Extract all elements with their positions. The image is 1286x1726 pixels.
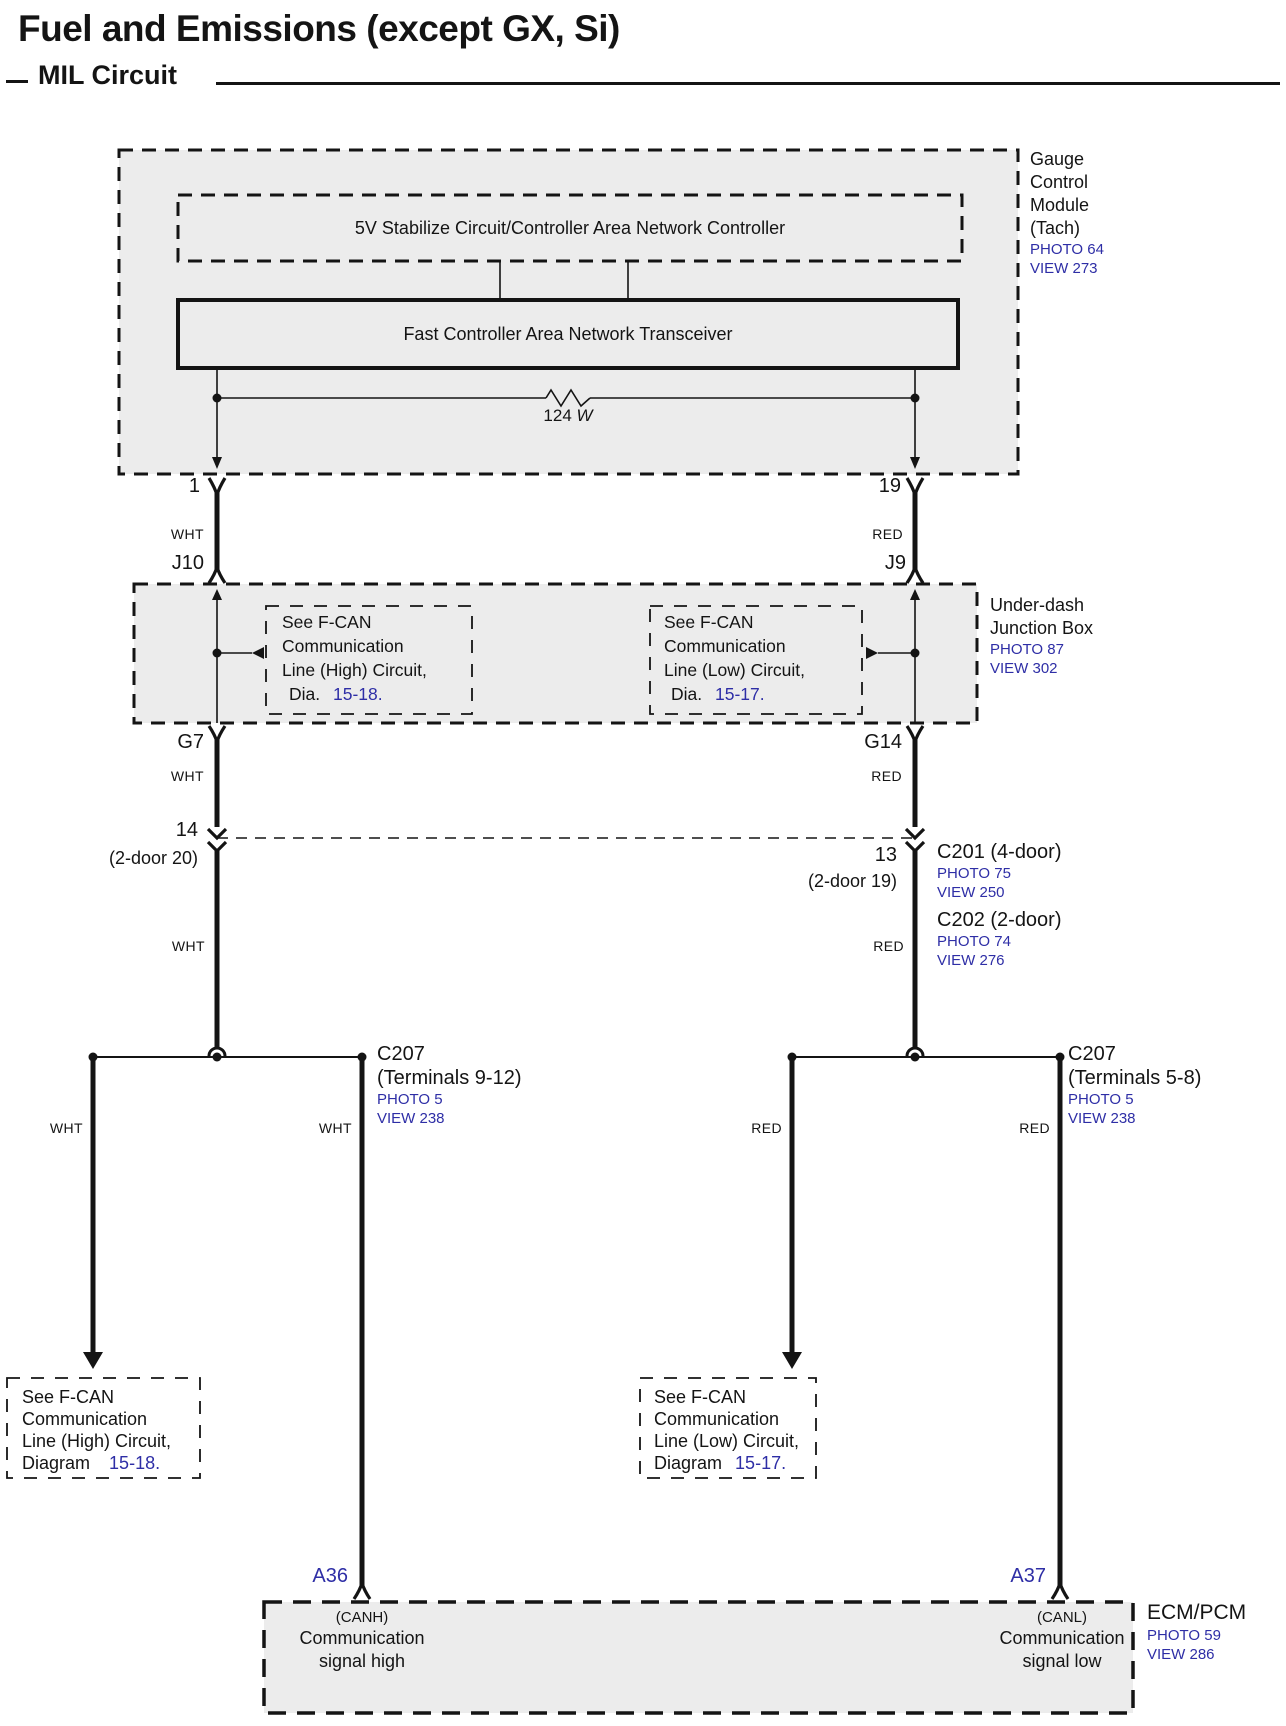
connector-terminals: (Terminals 5-8) (1068, 1067, 1202, 1089)
connector-name: C207 (1068, 1043, 1116, 1065)
page-subtitle: MIL Circuit (38, 60, 178, 90)
photo-link[interactable]: PHOTO 74 (937, 933, 1011, 950)
can-controller-box (176, 193, 964, 263)
pin-14-alt-label: (2-door 20) (108, 848, 198, 868)
wire-wht-red-upper (214, 492, 918, 570)
wire-color-label: RED (872, 526, 903, 542)
wire-color-label: WHT (171, 938, 205, 954)
subtitle-dash (6, 80, 28, 83)
can-controller-label: 5V Stabilize Circuit/Controller Area Net… (354, 217, 786, 238)
right-arrowhead-icon (866, 647, 878, 659)
ecm-name: ECM/PCM (1147, 1601, 1247, 1624)
wire-color-label: RED (873, 938, 904, 954)
gauge-name-line: Control (1030, 172, 1089, 192)
photo-link[interactable]: PHOTO 5 (377, 1091, 443, 1108)
view-link[interactable]: VIEW 250 (937, 884, 1005, 901)
subtitle-rule (216, 82, 1280, 85)
wire-color-label: WHT (318, 1120, 352, 1136)
gauge-module-callout: Gauge Control Module (Tach) PHOTO 64 VIE… (1030, 148, 1104, 278)
fcan-low-bottom-box (639, 1377, 817, 1479)
terminal-g14-label: G14 (864, 731, 902, 753)
fcan-high-note: See F-CAN Communication Line (High) Circ… (282, 612, 427, 704)
junction-box-callout: Under-dash Junction Box PHOTO 87 VIEW 30… (990, 594, 1093, 678)
resistor-label: 124 W (543, 406, 593, 425)
view-link[interactable]: VIEW 286 (1147, 1646, 1215, 1663)
photo-link[interactable]: PHOTO 59 (1147, 1627, 1221, 1644)
resistor-icon (545, 388, 591, 408)
connector-name: C201 (4-door) (937, 841, 1062, 863)
view-link[interactable]: VIEW 238 (1068, 1110, 1136, 1127)
c207-right-callout: C207 (Terminals 5-8) PHOTO 5 VIEW 238 (1068, 1042, 1201, 1128)
pin-13-label: 13 (874, 844, 897, 866)
canl-tag: (CANL) (1036, 1609, 1087, 1626)
wire-color-label: WHT (170, 526, 204, 542)
junction-box (132, 582, 979, 725)
canh-tag: (CANH) (335, 1609, 389, 1626)
c201-c202-callout: C201 (4-door) PHOTO 75 VIEW 250 C202 (2-… (937, 840, 1062, 970)
fcan-low-bottom-note: See F-CAN Communication Line (Low) Circu… (654, 1387, 800, 1473)
view-link[interactable]: VIEW 302 (990, 660, 1058, 677)
connector-terminals: (Terminals 9-12) (377, 1067, 522, 1089)
pin-14-label: 14 (175, 819, 198, 841)
fcan-high-bottom-note: See F-CAN Communication Line (High) Circ… (22, 1387, 172, 1473)
photo-link[interactable]: PHOTO 75 (937, 865, 1011, 882)
junction-name-line: Junction Box (990, 618, 1094, 638)
pin-13-alt-label: (2-door 19) (807, 871, 897, 891)
wire-color-label: RED (871, 768, 902, 784)
internal-links (499, 261, 629, 300)
pin-a37-link[interactable]: A37 (1010, 1565, 1046, 1587)
pin-1-label: 1 (188, 475, 200, 497)
photo-link[interactable]: PHOTO 64 (1030, 241, 1104, 258)
view-link[interactable]: VIEW 273 (1030, 260, 1098, 277)
wire-color-label: WHT (170, 768, 204, 784)
fcan-low-note-box (649, 605, 863, 715)
fcan-high-bottom-box (6, 1377, 201, 1479)
pin-19-label: 19 (878, 475, 901, 497)
wire-color-label: RED (1019, 1120, 1050, 1136)
diagram-link[interactable]: 15-17. (735, 1453, 787, 1473)
terminal-j9-label: J9 (884, 552, 906, 574)
canh-signal-block: (CANH) Communication signal high (262, 1608, 462, 1673)
gauge-name-line: Module (1030, 195, 1090, 215)
wire-arrowhead-icon (83, 1352, 802, 1369)
ecm-pcm-callout: ECM/PCM PHOTO 59 VIEW 286 (1147, 1600, 1246, 1664)
photo-link[interactable]: PHOTO 87 (990, 641, 1064, 658)
page-title: Fuel and Emissions (except GX, Si) (18, 8, 620, 49)
view-link[interactable]: VIEW 238 (377, 1110, 445, 1127)
wire-color-label: RED (751, 1120, 782, 1136)
terminal-g7-label: G7 (177, 731, 204, 753)
connector-name: C202 (2-door) (937, 909, 1062, 931)
diagram-link[interactable]: 15-18. (333, 684, 383, 704)
gauge-name-line: Gauge (1030, 149, 1085, 169)
terminal-j10-label: J10 (171, 552, 204, 574)
diagram-link[interactable]: 15-18. (109, 1453, 161, 1473)
ecm-pcm-box (262, 1600, 1135, 1715)
view-link[interactable]: VIEW 276 (937, 952, 1005, 969)
gauge-name-line: (Tach) (1030, 218, 1081, 238)
c207-left-callout: C207 (Terminals 9-12) PHOTO 5 VIEW 238 (377, 1042, 521, 1128)
splice-arc-icon (207, 1046, 227, 1057)
pin-a36-link[interactable]: A36 (312, 1565, 348, 1587)
left-arrowhead-icon (252, 647, 264, 659)
connector-break-icon (206, 827, 228, 854)
diagram-link[interactable]: 15-17. (715, 684, 765, 704)
photo-link[interactable]: PHOTO 5 (1068, 1091, 1134, 1108)
canl-signal-block: (CANL) Communication signal low (952, 1608, 1172, 1673)
junction-name-line: Under-dash (990, 595, 1085, 615)
connector-name: C207 (377, 1043, 425, 1065)
can-transceiver-label: Fast Controller Area Network Transceiver (403, 323, 733, 344)
fcan-high-note-box (265, 605, 473, 715)
can-transceiver-box (176, 298, 960, 370)
wire-color-label: WHT (49, 1120, 83, 1136)
fcan-low-note: See F-CAN Communication Line (Low) Circu… (664, 612, 806, 704)
